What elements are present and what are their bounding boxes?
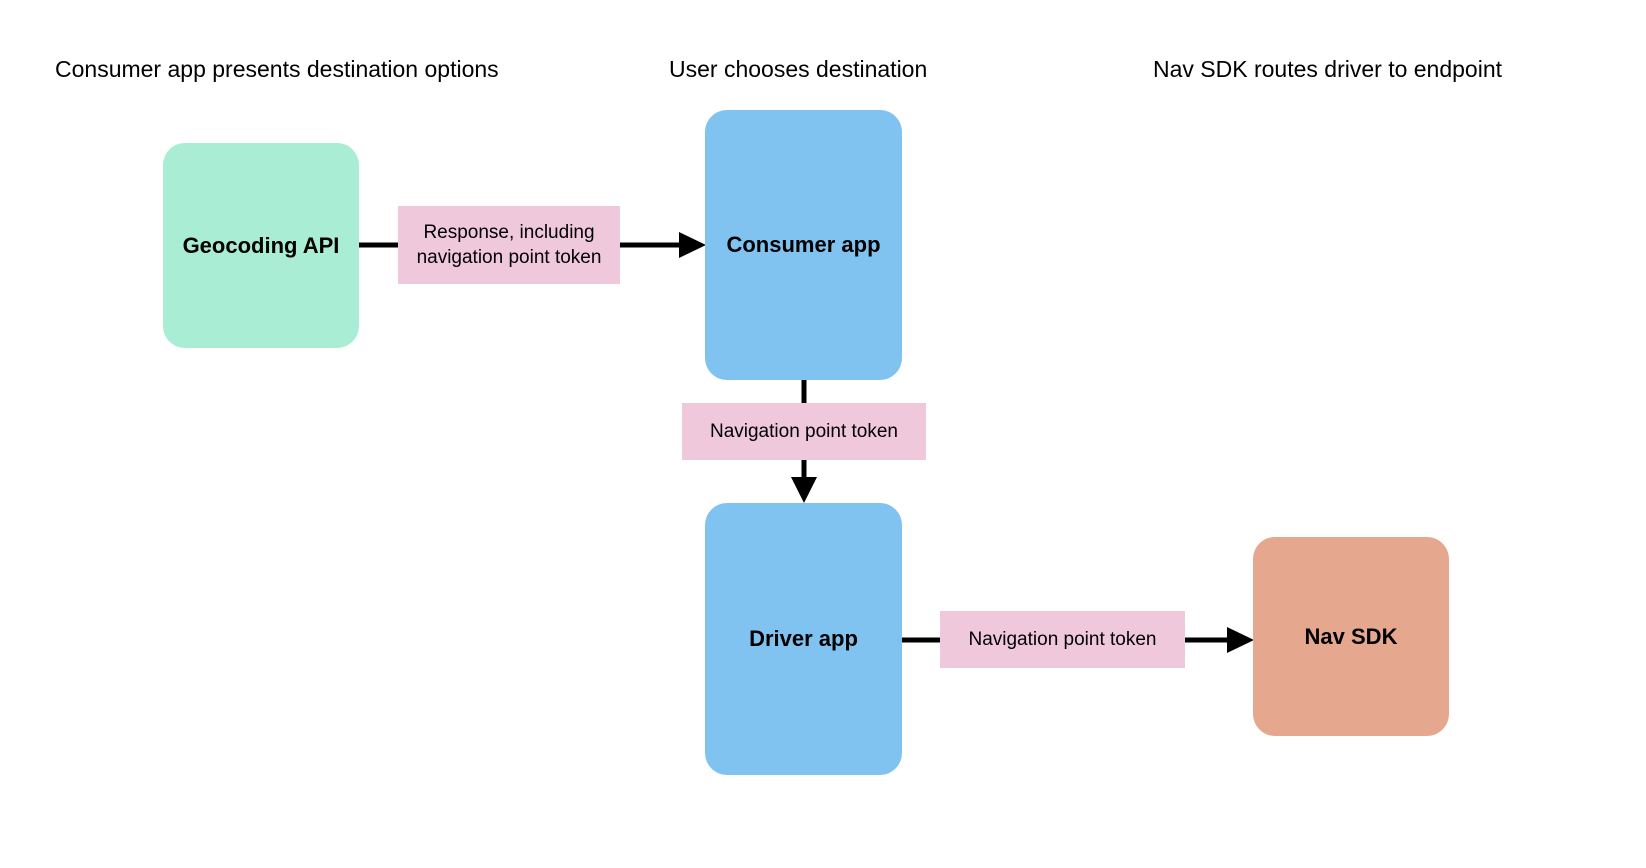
node-nav-sdk[interactable]: Nav SDK — [1253, 537, 1449, 736]
edge-label-text-nav-token-1: Navigation point token — [709, 421, 898, 442]
node-consumer-app[interactable]: Consumer app — [705, 110, 902, 380]
edge-label-text-nav-token-2: Navigation point token — [968, 629, 1157, 650]
node-label-nav-sdk: Nav SDK — [1304, 623, 1398, 649]
node-label-geocoding-api: Geocoding API — [182, 232, 340, 258]
column-header-nav-routes: Nav SDK routes driver to endpoint — [1153, 56, 1503, 82]
node-label-driver-app: Driver app — [749, 626, 858, 651]
node-label-consumer-app: Consumer app — [726, 232, 881, 257]
edge-label-driver-to-navsdk: Navigation point token — [940, 611, 1185, 668]
node-geocoding-api[interactable]: Geocoding API — [163, 143, 359, 348]
column-header-user-chooses: User chooses destination — [669, 56, 928, 82]
edge-label-geocoding-to-consumer: Response, including navigation point tok… — [398, 206, 620, 284]
column-header-consumer-options: Consumer app presents destination option… — [55, 56, 499, 82]
arrowhead-chip-to-consumer — [679, 232, 706, 258]
arrowhead-chip-to-driver — [791, 477, 817, 503]
node-driver-app[interactable]: Driver app — [705, 503, 902, 775]
arrowhead-chip-to-navsdk — [1227, 627, 1254, 653]
edge-label-consumer-to-driver: Navigation point token — [682, 403, 926, 460]
edge-label-text-response: Response, including navigation point tok… — [416, 222, 602, 268]
